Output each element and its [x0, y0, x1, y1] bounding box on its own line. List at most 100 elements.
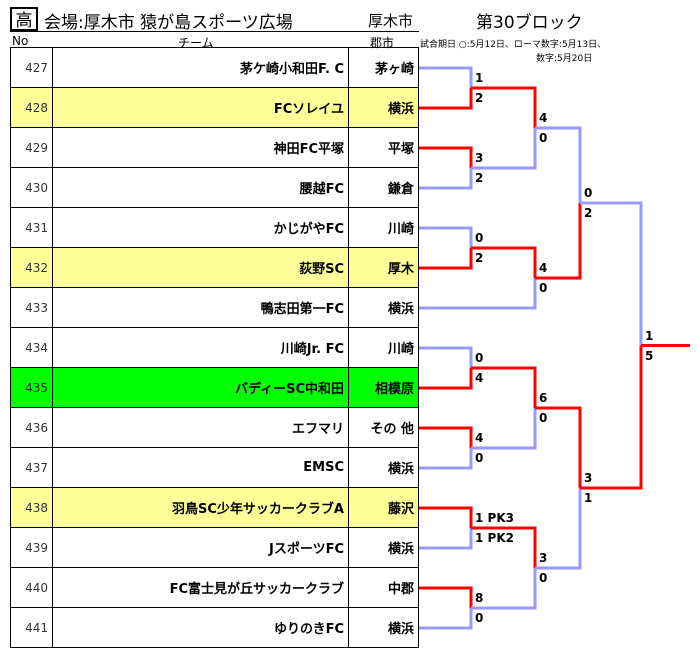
match-score-top: 0: [475, 351, 484, 365]
team-name: JスポーツFC: [52, 527, 349, 568]
bracket-line: [419, 426, 473, 448]
team-name: 腰越FC: [52, 167, 349, 208]
bracket-line: [535, 406, 582, 488]
team-number: 432: [10, 247, 53, 288]
team-number: 429: [10, 127, 53, 168]
team-city: 相模原: [348, 367, 419, 408]
match-score-bottom: 5: [645, 348, 654, 363]
team-city: その 他: [348, 407, 419, 448]
match-score-top: 1 PK3: [475, 511, 514, 525]
schedule-note: 試合期日 ○:5月12日、ローマ数字:5月13日、: [420, 40, 607, 50]
bracket-line: [419, 528, 473, 550]
col-header-no: No: [12, 34, 29, 48]
bracket-line: [471, 246, 537, 278]
team-name: かじがやFC: [52, 207, 349, 248]
bracket-line: [419, 346, 473, 368]
team-name: 茅ケ崎小和田F. C: [52, 47, 349, 88]
match-score-top: 1: [645, 328, 654, 343]
team-name: 荻野SC: [52, 247, 349, 288]
bracket-line: [580, 345, 643, 490]
team-number: 433: [10, 287, 53, 328]
bracket-line: [471, 128, 537, 170]
match-score-bottom: 4: [475, 371, 484, 385]
bracket-line: [471, 408, 537, 450]
match-score-bottom: 2: [475, 91, 484, 105]
team-number: 441: [10, 607, 53, 648]
bracket-line: [419, 226, 473, 248]
team-number: 439: [10, 527, 53, 568]
bracket-line: [535, 203, 582, 280]
match-score-bottom: 2: [475, 171, 484, 185]
schedule-note-2: 数字:5月20日: [536, 54, 593, 64]
bracket-line: [419, 168, 473, 190]
bracket-line: [471, 526, 537, 568]
team-city: 平塚: [348, 127, 419, 168]
bracket-line: [471, 86, 537, 128]
match-score-top: 0: [475, 231, 484, 245]
block-title: 第30ブロック: [476, 13, 583, 33]
bracket-line: [419, 146, 473, 168]
team-name: FCソレイユ: [52, 87, 349, 128]
match-score-bottom: 1 PK2: [475, 531, 514, 545]
match-score-bottom: 0: [475, 451, 484, 465]
match-score-top: 4: [539, 111, 548, 125]
team-number: 428: [10, 87, 53, 128]
match-score-bottom: 0: [475, 611, 484, 625]
bracket-line: [419, 88, 473, 110]
team-city: 鎌倉: [348, 167, 419, 208]
team-city: 横浜: [348, 447, 419, 488]
team-number: 431: [10, 207, 53, 248]
bracket-line: [419, 368, 473, 390]
team-city: 横浜: [348, 607, 419, 648]
bracket-line: [419, 608, 473, 630]
match-score-bottom: 2: [584, 206, 593, 220]
bracket-line: [419, 448, 473, 470]
team-name: バディーSC中和田: [52, 367, 349, 408]
col-header-team: チーム: [178, 36, 214, 50]
bracket-line: [419, 248, 473, 270]
match-score-top: 3: [584, 471, 593, 485]
match-score-bottom: 0: [539, 131, 548, 145]
title-underline: [10, 31, 419, 32]
bracket-line: [535, 126, 582, 203]
team-number: 434: [10, 327, 53, 368]
team-number: 430: [10, 167, 53, 208]
match-score-top: 0: [584, 186, 593, 200]
bracket-line: [419, 66, 473, 88]
match-score-top: 8: [475, 591, 484, 605]
bracket-line: [419, 586, 473, 608]
bracket-line: [471, 568, 537, 610]
team-city: 厚木: [348, 247, 419, 288]
match-score-top: 3: [539, 551, 548, 565]
team-number: 437: [10, 447, 53, 488]
bracket-line: [419, 278, 537, 310]
bracket-line: [535, 488, 582, 570]
match-score-top: 3: [475, 151, 484, 165]
bracket-line: [471, 366, 537, 408]
host-city: 厚木市: [368, 12, 414, 30]
team-number: 435: [10, 367, 53, 408]
match-score-bottom: 0: [539, 571, 548, 585]
match-score-top: 4: [475, 431, 484, 445]
team-city: 茅ヶ崎: [348, 47, 419, 88]
grade-label: 高: [10, 7, 38, 31]
match-score-top: 1: [475, 71, 484, 85]
match-score-bottom: 0: [539, 411, 548, 425]
col-header-city: 郡市: [370, 36, 395, 50]
match-score-top: 4: [539, 261, 548, 275]
team-city: 藤沢: [348, 487, 419, 528]
team-name: エフマリ: [52, 407, 349, 448]
venue-title: 会場:厚木市 猿が島スポーツ広場: [44, 13, 293, 33]
